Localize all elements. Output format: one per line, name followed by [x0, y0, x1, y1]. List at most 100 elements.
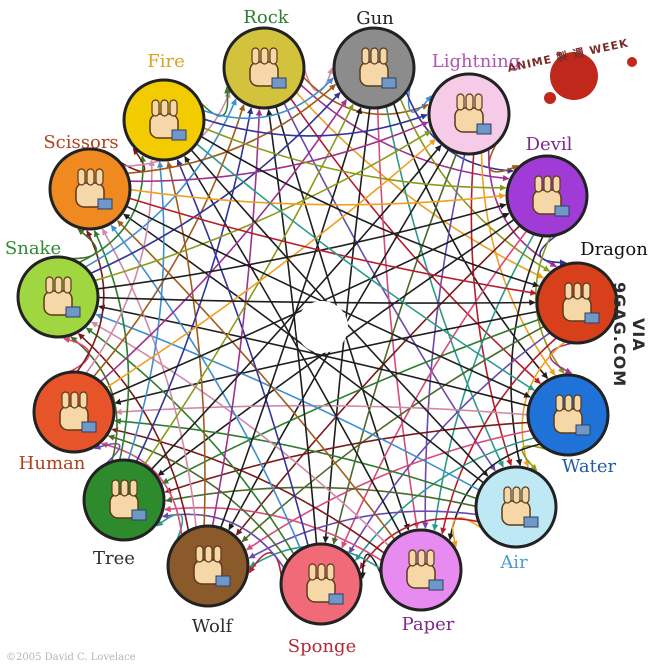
gesture-node-fire: [122, 78, 206, 162]
relationship-arrow: [488, 142, 519, 173]
gesture-label-paper: Paper: [401, 614, 455, 635]
logo-dot-right: [627, 57, 637, 67]
lightning-hand-icon: [454, 93, 492, 135]
gesture-label-water: Water: [561, 456, 617, 477]
watermark: VIA 9GAG.COM: [610, 282, 648, 388]
relationship-arrow: [94, 130, 432, 282]
gesture-node-air: [474, 465, 558, 549]
scissors-hand-icon: [75, 168, 113, 210]
relationship-arrow: [114, 418, 478, 500]
relationship-arrow: [422, 153, 466, 529]
logo-dot-left: [544, 92, 556, 104]
relationship-arrow: [114, 310, 539, 405]
relationship-arrow: [94, 442, 121, 466]
paper-hand-icon: [406, 549, 444, 591]
relationship-arrow: [129, 188, 506, 206]
gesture-label-snake: Snake: [4, 238, 62, 259]
relationship-arrow: [203, 113, 428, 137]
gesture-label-human: Human: [18, 453, 86, 474]
relationship-arrow: [348, 331, 551, 554]
relationship-arrow: [93, 230, 130, 461]
relationship-arrow: [115, 404, 529, 416]
relationship-arrow: [200, 135, 540, 288]
relationship-arrow: [241, 325, 545, 543]
gesture-nodes: [16, 26, 619, 626]
relationship-arrow: [359, 553, 383, 579]
air-hand-icon: [501, 486, 539, 528]
relationship-arrow: [376, 107, 420, 529]
water-hand-icon: [553, 394, 591, 436]
gesture-label-devil: Devil: [525, 134, 573, 155]
snake-hand-icon: [43, 276, 81, 318]
relationship-arrow: [85, 327, 295, 555]
relationship-arrow: [341, 230, 528, 549]
gesture-node-lightning: [427, 72, 511, 156]
gesture-label-rock: Rock: [243, 7, 289, 28]
relationship-arrow: [135, 107, 254, 463]
relationship-arrow: [385, 105, 504, 468]
copyright: ©2005 David C. Lovelace: [6, 652, 136, 663]
sponge-fist-icon: [306, 563, 344, 605]
relationship-arrow: [399, 97, 551, 272]
relationship-arrow: [129, 121, 429, 183]
gesture-node-snake: [16, 255, 100, 339]
relationship-arrow: [125, 205, 531, 398]
logo-blob: [550, 52, 598, 100]
rock-fist-icon: [249, 47, 287, 89]
gesture-node-devil: [505, 154, 589, 238]
relationship-arrow: [99, 99, 348, 383]
relationship-arrow: [164, 421, 529, 494]
gesture-label-wolf: Wolf: [191, 616, 233, 637]
relationship-arrow: [510, 235, 544, 466]
relationship-arrow: [101, 228, 197, 528]
relationship-arrow: [539, 233, 567, 266]
gesture-label-tree: Tree: [93, 548, 135, 569]
relationship-arrow: [128, 197, 537, 296]
relationship-arrow: [92, 104, 246, 378]
dragon-hand-icon: [562, 282, 600, 324]
relationship-arrow: [63, 336, 90, 374]
gesture-node-scissors: [48, 147, 132, 231]
relationship-arrow: [283, 102, 496, 472]
relationship-arrow: [69, 228, 98, 260]
relationship-arrow: [392, 102, 549, 379]
relationship-arrow: [91, 321, 390, 547]
devil-horns-icon: [532, 175, 570, 217]
gesture-node-water: [526, 373, 610, 457]
relationship-arrow: [195, 142, 535, 391]
relationship-arrow: [70, 336, 118, 463]
gesture-label-sponge: Sponge: [287, 636, 357, 657]
relationship-arrow: [176, 159, 309, 547]
relationship-arrow: [85, 159, 155, 375]
relationship-arrow: [202, 127, 507, 192]
gun-hand-icon: [359, 47, 397, 89]
relationship-arrow: [126, 83, 336, 175]
relationship-arrow: [303, 67, 334, 92]
relationship-arrow: [211, 109, 263, 527]
relationship-arrow: [521, 445, 549, 471]
relationship-arrow: [105, 138, 437, 389]
gesture-label-dragon: Dragon: [580, 239, 648, 260]
relationship-arrow: [107, 434, 289, 562]
gesture-node-rock: [222, 26, 306, 110]
relationship-arrow: [150, 144, 442, 471]
relationship-arrow: [431, 233, 535, 531]
relationship-arrow: [166, 161, 206, 527]
relationship-arrow: [248, 552, 283, 578]
relationship-arrow: [299, 83, 510, 182]
gesture-label-gun: Gun: [356, 8, 394, 29]
relationship-arrow: [295, 91, 544, 279]
center-hole: [296, 301, 348, 353]
relationship-arrow: [331, 151, 458, 545]
wolf-hand-icon: [193, 545, 231, 587]
relationship-arrow: [111, 427, 386, 555]
gesture-label-air: Air: [500, 552, 528, 573]
relationship-arrow: [127, 161, 165, 461]
relationship-arrow: [235, 224, 521, 536]
fire-hand-icon: [149, 99, 187, 141]
gesture-label-lightning: Lightning: [431, 51, 521, 72]
relationship-arrow: [156, 513, 184, 542]
relationship-arrow: [116, 220, 396, 541]
relationship-arrow: [470, 153, 513, 466]
